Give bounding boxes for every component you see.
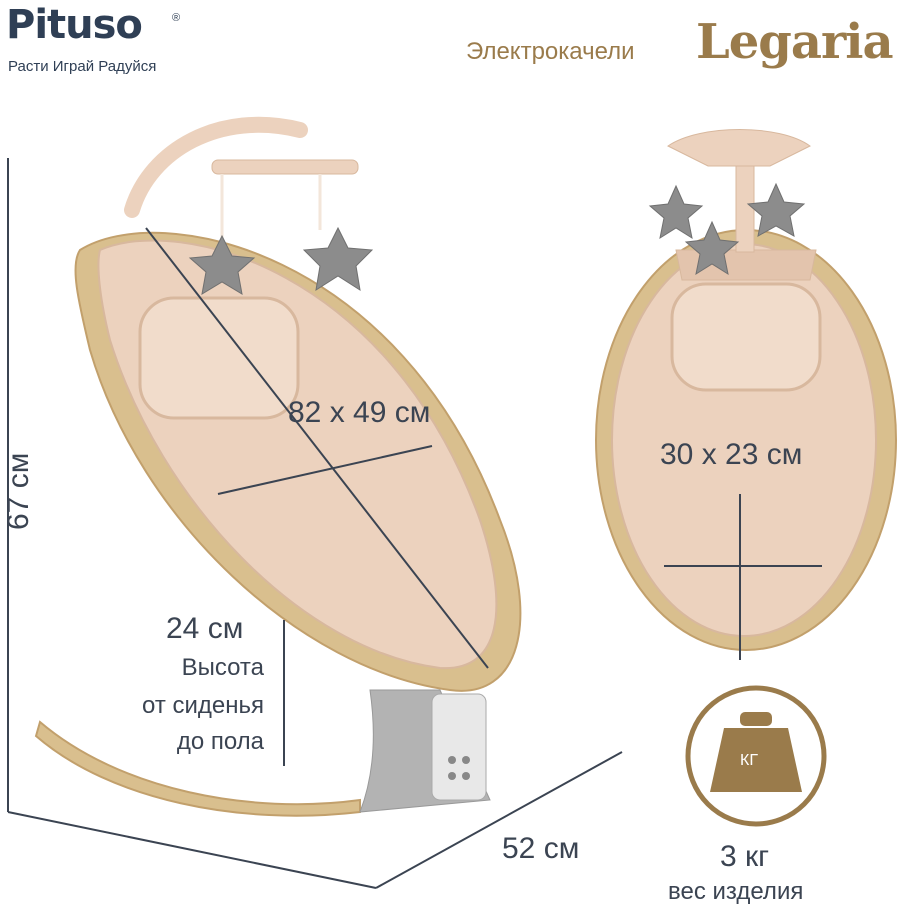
product-category: Электрокачели bbox=[466, 38, 635, 65]
seat-dimension: 30 x 23 см bbox=[660, 438, 803, 471]
height-dimension: 67 см bbox=[2, 452, 35, 530]
control-panel bbox=[431, 693, 487, 801]
depth-dimension-line-left bbox=[7, 811, 377, 889]
backrest-width-line bbox=[217, 445, 433, 495]
brand-tagline: Расти Играй Радуйся bbox=[8, 58, 157, 75]
weight-handle bbox=[740, 712, 772, 726]
star-toy-icon bbox=[188, 234, 256, 295]
toy-arch bbox=[124, 116, 308, 218]
star-toy-icon bbox=[648, 184, 704, 240]
swing-front-view bbox=[595, 129, 897, 660]
seat-height-label-1: Высота bbox=[181, 654, 264, 681]
star-toy-icon bbox=[302, 226, 374, 292]
depth-dimension-line-right bbox=[375, 751, 623, 889]
mobile-bar bbox=[211, 159, 359, 175]
star-toy-icon bbox=[684, 220, 740, 276]
weight-badge bbox=[685, 685, 827, 827]
backrest-dimension-line bbox=[145, 227, 489, 669]
backrest-dimension: 82 x 49 см bbox=[288, 396, 431, 429]
brand-logo: Pituso bbox=[6, 2, 143, 48]
swing-side-view bbox=[34, 116, 522, 817]
weight-icon bbox=[710, 728, 802, 792]
front-mobile bbox=[667, 129, 811, 167]
weight-circle bbox=[685, 685, 827, 827]
seat-height-value: 24 см bbox=[166, 612, 244, 645]
front-pillow bbox=[670, 282, 822, 392]
weight-label: вес изделия bbox=[668, 878, 804, 905]
depth-dimension: 52 см bbox=[502, 832, 580, 865]
head-pillow bbox=[138, 296, 300, 420]
front-top-cushion bbox=[675, 249, 817, 281]
seat-height-label-3: до пола bbox=[176, 728, 264, 755]
registered-mark: ® bbox=[172, 12, 181, 24]
weight-icon-label: КГ bbox=[740, 752, 758, 769]
product-name: Legaria bbox=[696, 14, 894, 70]
weight-value: 3 кг bbox=[720, 840, 770, 873]
seat-height-label-2: от сиденья bbox=[142, 692, 264, 719]
star-toy-icon bbox=[746, 182, 806, 237]
